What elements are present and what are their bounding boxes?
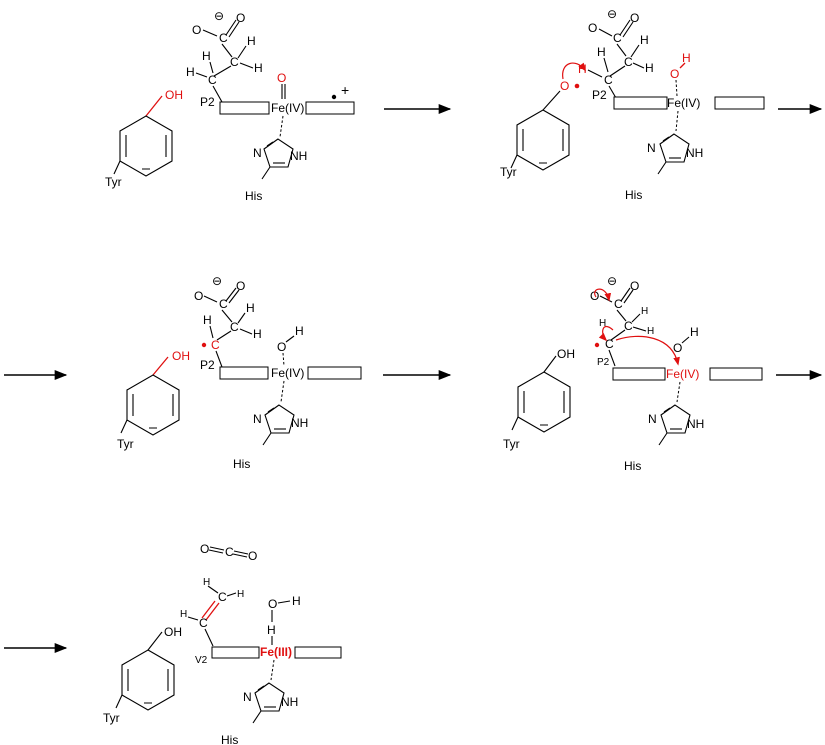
atom-n: N: [647, 141, 656, 155]
label-his: His: [245, 189, 262, 203]
atom-h: H: [247, 34, 256, 48]
label-fe-iv: Fe(IV): [271, 101, 304, 115]
charge-plus: +: [341, 82, 349, 98]
atom-nh: NH: [291, 416, 308, 430]
charge-minus: ⊖: [607, 274, 617, 288]
atom-o: O: [248, 549, 257, 563]
atom-h: H: [640, 33, 649, 47]
atom-h: H: [641, 306, 648, 317]
atom-c: C: [218, 590, 227, 604]
atom-c: C: [230, 320, 239, 334]
atom-c: C: [614, 297, 623, 311]
atom-o: O: [194, 289, 203, 303]
label-tyr: Tyr: [105, 175, 122, 189]
atom-oh: OH: [172, 349, 190, 363]
label-p2: P2: [200, 358, 215, 372]
atom-o: O: [268, 597, 277, 611]
atom-o: O: [588, 21, 597, 35]
atom-nh: NH: [290, 149, 307, 163]
atom-c: C: [605, 337, 614, 351]
atom-o: O: [673, 341, 682, 355]
atom-h: H: [682, 51, 691, 65]
atom-o: O: [277, 340, 286, 354]
atom-nh: NH: [686, 146, 703, 160]
atom-c: C: [604, 73, 613, 87]
atom-h: H: [203, 313, 212, 327]
atom-n: N: [253, 146, 262, 160]
atom-h: H: [254, 61, 263, 75]
atom-h: H: [186, 65, 195, 79]
atom-h: H: [237, 589, 244, 600]
atom-h: H: [267, 623, 276, 637]
label-fe-iv: Fe(IV): [271, 366, 304, 380]
atom-o: O: [630, 279, 639, 293]
atom-h: H: [690, 325, 699, 339]
label-tyr: Tyr: [103, 711, 120, 725]
atom-h: H: [246, 301, 255, 315]
atom-o: O: [192, 23, 201, 37]
panel-4: ⊖ O O C C H H C H P2 Fe(IV) O H OH Tyr: [503, 274, 763, 473]
label-his: His: [221, 733, 238, 745]
atom-oh: OH: [557, 347, 575, 361]
atom-c: C: [613, 31, 622, 45]
label-p2: P2: [597, 357, 610, 368]
atom-h: H: [203, 577, 210, 588]
atom-c: C: [208, 73, 217, 87]
atom-n: N: [253, 412, 262, 426]
atom-oh: OH: [165, 88, 183, 102]
charge-minus: ⊖: [212, 274, 222, 288]
label-his: His: [624, 459, 641, 473]
atom-n: N: [243, 690, 252, 704]
atom-o: O: [277, 71, 286, 85]
atom-o: O: [200, 542, 209, 556]
atom-c: C: [624, 55, 633, 69]
label-tyr: Tyr: [500, 165, 517, 179]
atom-oh: OH: [164, 625, 182, 639]
atom-c: C: [624, 319, 633, 333]
atom-h: H: [597, 45, 606, 59]
label-v2: V2: [195, 655, 208, 666]
label-fe-iv: Fe(IV): [666, 367, 699, 381]
atom-h: H: [180, 609, 187, 620]
label-tyr: Tyr: [117, 437, 134, 451]
label-fe-iv: Fe(IV): [667, 96, 700, 110]
panel-3: ⊖ O O C C H H C H P2 Fe(IV) O H OH Tyr: [117, 274, 362, 471]
atom-nh: NH: [281, 695, 298, 709]
atom-h: H: [599, 318, 606, 329]
label-p2: P2: [200, 95, 215, 109]
atom-o: O: [590, 289, 599, 303]
atom-o: O: [560, 79, 569, 93]
atom-o: O: [236, 279, 245, 293]
label-tyr: Tyr: [503, 437, 520, 451]
atom-c: C: [199, 616, 208, 630]
atom-c: C: [219, 31, 228, 45]
atom-h: H: [253, 327, 262, 341]
atom-c: C: [211, 338, 220, 352]
atom-o: O: [670, 67, 679, 81]
atom-o: O: [236, 11, 245, 25]
atom-h: H: [647, 326, 654, 337]
atom-c: C: [225, 545, 234, 559]
atom-h: H: [578, 62, 587, 76]
panel-1: ⊖ O O C C H H C H H P2 Fe(IV) O +: [105, 9, 355, 203]
atom-h: H: [292, 594, 301, 608]
label-his: His: [233, 457, 250, 471]
atom-n: N: [648, 412, 657, 426]
charge-minus: ⊖: [214, 9, 224, 23]
charge-minus: ⊖: [607, 7, 617, 21]
panel-5: O C O H H C C H V2 Fe(III) O H H OH Tyr: [103, 542, 342, 745]
panel-2: ⊖ O O C C H H C H H P2 Fe(IV) O H O Tyr: [500, 7, 765, 202]
label-p2: P2: [592, 88, 607, 102]
atom-h: H: [295, 324, 304, 338]
label-his: His: [625, 188, 642, 202]
atom-h: H: [645, 61, 654, 75]
atom-nh: NH: [687, 417, 704, 431]
atom-h: H: [202, 49, 211, 63]
atom-c: C: [219, 297, 228, 311]
label-fe-iii: Fe(III): [260, 645, 292, 659]
atom-c: C: [230, 55, 239, 69]
atom-o: O: [630, 11, 639, 25]
